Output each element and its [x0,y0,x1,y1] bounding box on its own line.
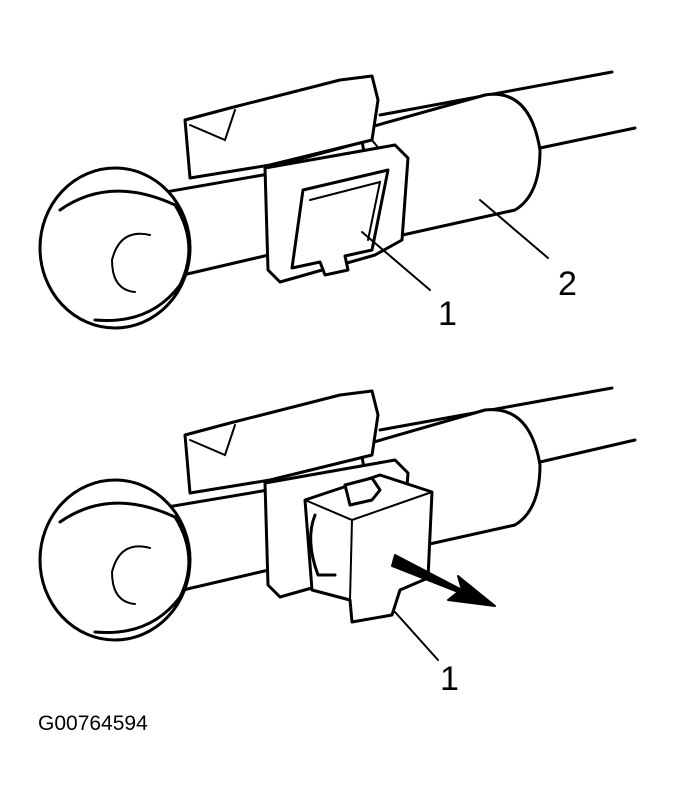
connector-housing-top-2 [183,389,380,495]
leader-clip-2 [394,611,439,661]
end-cap-inner-2 [110,545,151,605]
arrow-right-down-icon [391,554,496,607]
bottom-view: 1 [38,386,637,698]
pipe-lower-line [538,126,637,150]
leader-pipe [479,199,549,259]
end-cap-inner [110,232,151,293]
callout-pipe: 2 [558,265,577,303]
top-view: 1 2 [38,70,637,333]
callout-clip: 1 [438,295,457,333]
lock-clip [290,168,390,277]
leader-clip [361,231,431,291]
lock-clip-pulled [303,473,434,624]
pipe-lower-line-2 [538,438,637,464]
figure-id: G00764594 [38,712,148,735]
callout-clip-2: 1 [440,660,459,698]
connector-housing-top [183,74,380,180]
